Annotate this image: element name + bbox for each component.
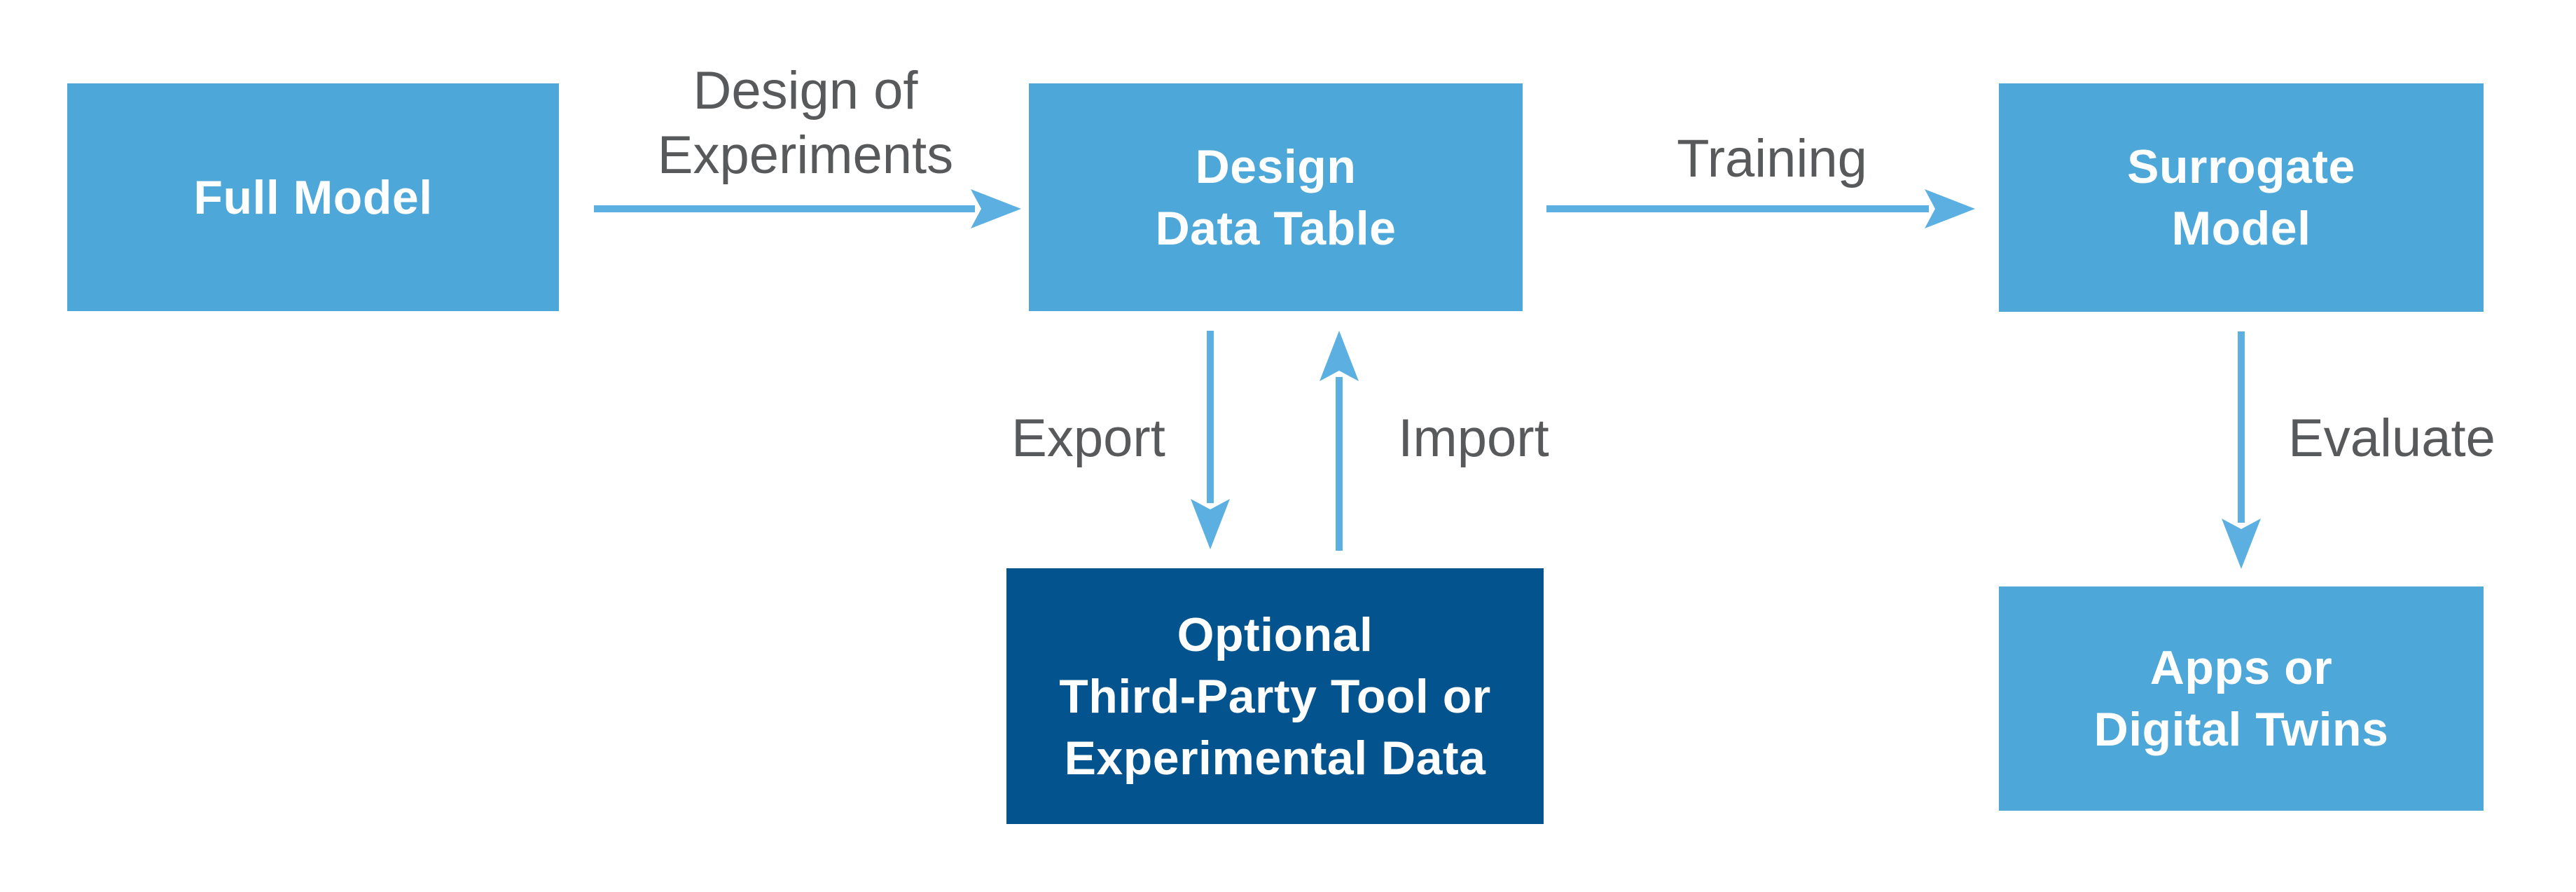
node-apps-digital-twins-label: Apps or Digital Twins [2093, 641, 2389, 756]
edge-label-evaluate: Evaluate [2288, 409, 2495, 468]
arrow-export [1191, 331, 1230, 549]
edge-label-export: Export [1011, 409, 1165, 468]
edge-label-training: Training [1677, 129, 1867, 188]
edge-label-design-of-experiments: Design of Experiments [657, 61, 954, 185]
arrow-import [1320, 331, 1359, 551]
node-full-model: Full Model [67, 83, 559, 311]
node-design-data-table: Design Data Table [1029, 83, 1523, 311]
arrow-design-of-experiments [594, 189, 1021, 228]
node-surrogate-model-label: Surrogate Model [2127, 140, 2355, 255]
node-third-party-tool: Optional Third-Party Tool or Experimenta… [1006, 568, 1544, 824]
arrow-training [1546, 189, 1975, 228]
node-full-model-label: Full Model [193, 170, 433, 224]
node-surrogate-model: Surrogate Model [1999, 83, 2484, 312]
node-third-party-tool-label: Optional Third-Party Tool or Experimenta… [1059, 608, 1491, 785]
edge-label-import: Import [1398, 409, 1549, 468]
arrow-evaluate [2222, 331, 2261, 569]
node-design-data-table-label: Design Data Table [1155, 139, 1397, 255]
node-apps-digital-twins: Apps or Digital Twins [1999, 586, 2484, 811]
